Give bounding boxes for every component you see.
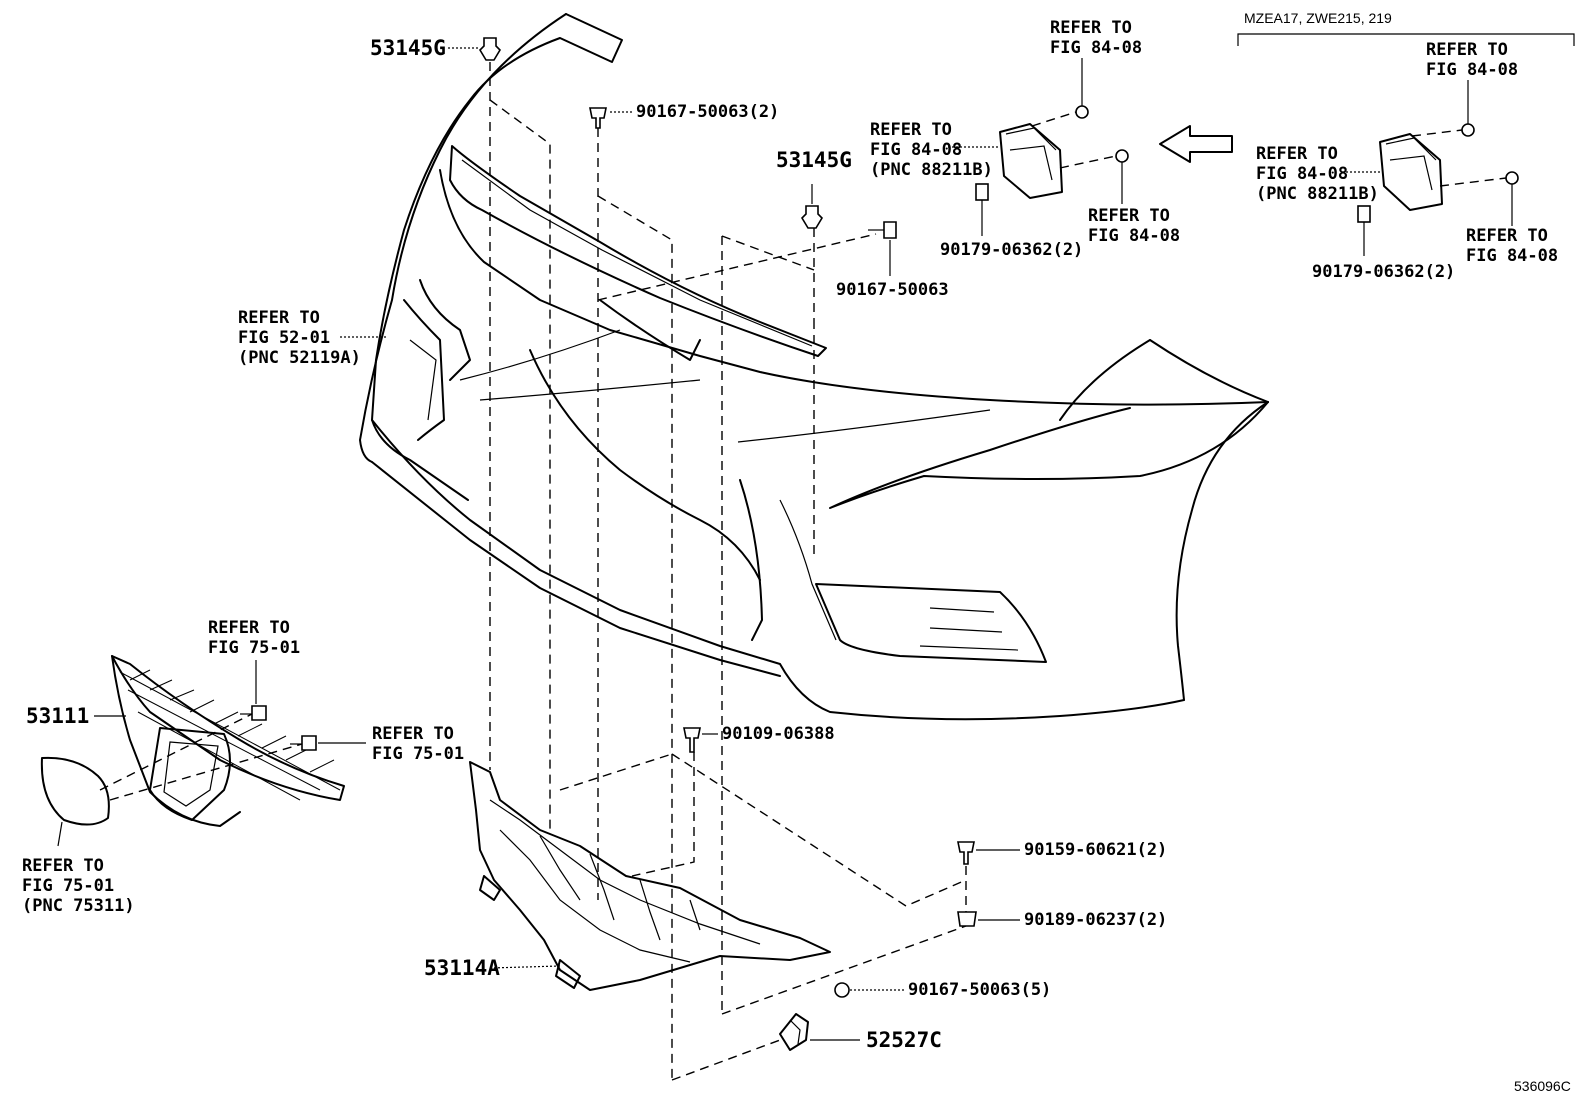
label-52527C: 52527C [866,1028,942,1052]
grille-drawing [111,655,345,827]
label-53111: 53111 [26,704,90,728]
label-90167-50063: 90167-50063 [836,280,949,300]
bumper-cover-drawing [359,13,1269,721]
label-53114A: 53114A [424,956,500,980]
leader-lines [94,47,1380,1041]
label-53145G-top: 53145G [370,36,446,60]
illustration-code: 536096C [1514,1078,1571,1094]
assembly-lines [99,62,967,1081]
variant-header: MZEA17, ZWE215, 219 [1244,10,1392,26]
label-90159-60621-2: 90159-60621(2) [1024,840,1168,860]
direction-arrow [1159,125,1233,163]
label-90179-06362-2-a: 90179-06362(2) [940,240,1084,260]
bracket-drawing [779,1013,809,1051]
label-90167-50063-2: 90167-50063(2) [636,102,780,122]
grille-cover-drawing [40,756,110,847]
label-90189-06237-2: 90189-06237(2) [1024,910,1168,930]
label-90179-06362-2-b: 90179-06362(2) [1312,262,1456,282]
fasteners [240,37,977,998]
label-53145G-mid: 53145G [776,148,852,172]
label-90109-06388: 90109-06388 [722,724,835,744]
sensor-assy-left-drawing [975,58,1129,236]
retainer-drawing [469,761,831,991]
label-90167-50063-5: 90167-50063(5) [908,980,1052,1000]
sensor-assy-right-drawing [1237,33,1575,256]
